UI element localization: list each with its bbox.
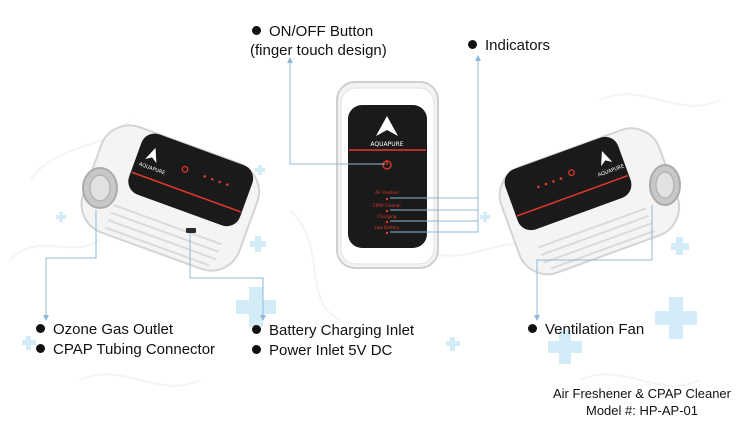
onoff-button-callout: ON/OFF Button bbox=[252, 22, 373, 41]
product-name: Air Freshener & CPAP Cleaner bbox=[542, 385, 742, 402]
power-inlet-callout: Power Inlet 5V DC bbox=[252, 341, 392, 360]
bullet-icon bbox=[36, 344, 45, 353]
callout-label: ON/OFF Button bbox=[269, 23, 373, 40]
ventilation-fan-callout: Ventilation Fan bbox=[528, 320, 644, 339]
ozone-outlet-callout: Ozone Gas Outlet bbox=[36, 320, 173, 339]
callout-label: Battery Charging Inlet bbox=[269, 322, 414, 339]
onoff-button-subtitle: (finger touch design) bbox=[250, 41, 387, 60]
bullet-icon bbox=[528, 324, 537, 333]
cpap-connector-callout: CPAP Tubing Connector bbox=[36, 340, 215, 359]
bullet-icon bbox=[468, 40, 477, 49]
indicators-callout: Indicators bbox=[468, 36, 550, 55]
callout-label: Power Inlet 5V DC bbox=[269, 342, 392, 359]
callout-label: CPAP Tubing Connector bbox=[53, 341, 215, 358]
model-number: Model #: HP-AP-01 bbox=[542, 402, 742, 419]
bullet-icon bbox=[252, 345, 261, 354]
battery-inlet-callout: Battery Charging Inlet bbox=[252, 321, 414, 340]
bullet-icon bbox=[252, 325, 261, 334]
bullet-icon bbox=[36, 324, 45, 333]
bullet-icon bbox=[252, 26, 261, 35]
callout-label: Ventilation Fan bbox=[545, 321, 644, 338]
callout-label: Ozone Gas Outlet bbox=[53, 321, 173, 338]
callout-label: Indicators bbox=[485, 37, 550, 54]
